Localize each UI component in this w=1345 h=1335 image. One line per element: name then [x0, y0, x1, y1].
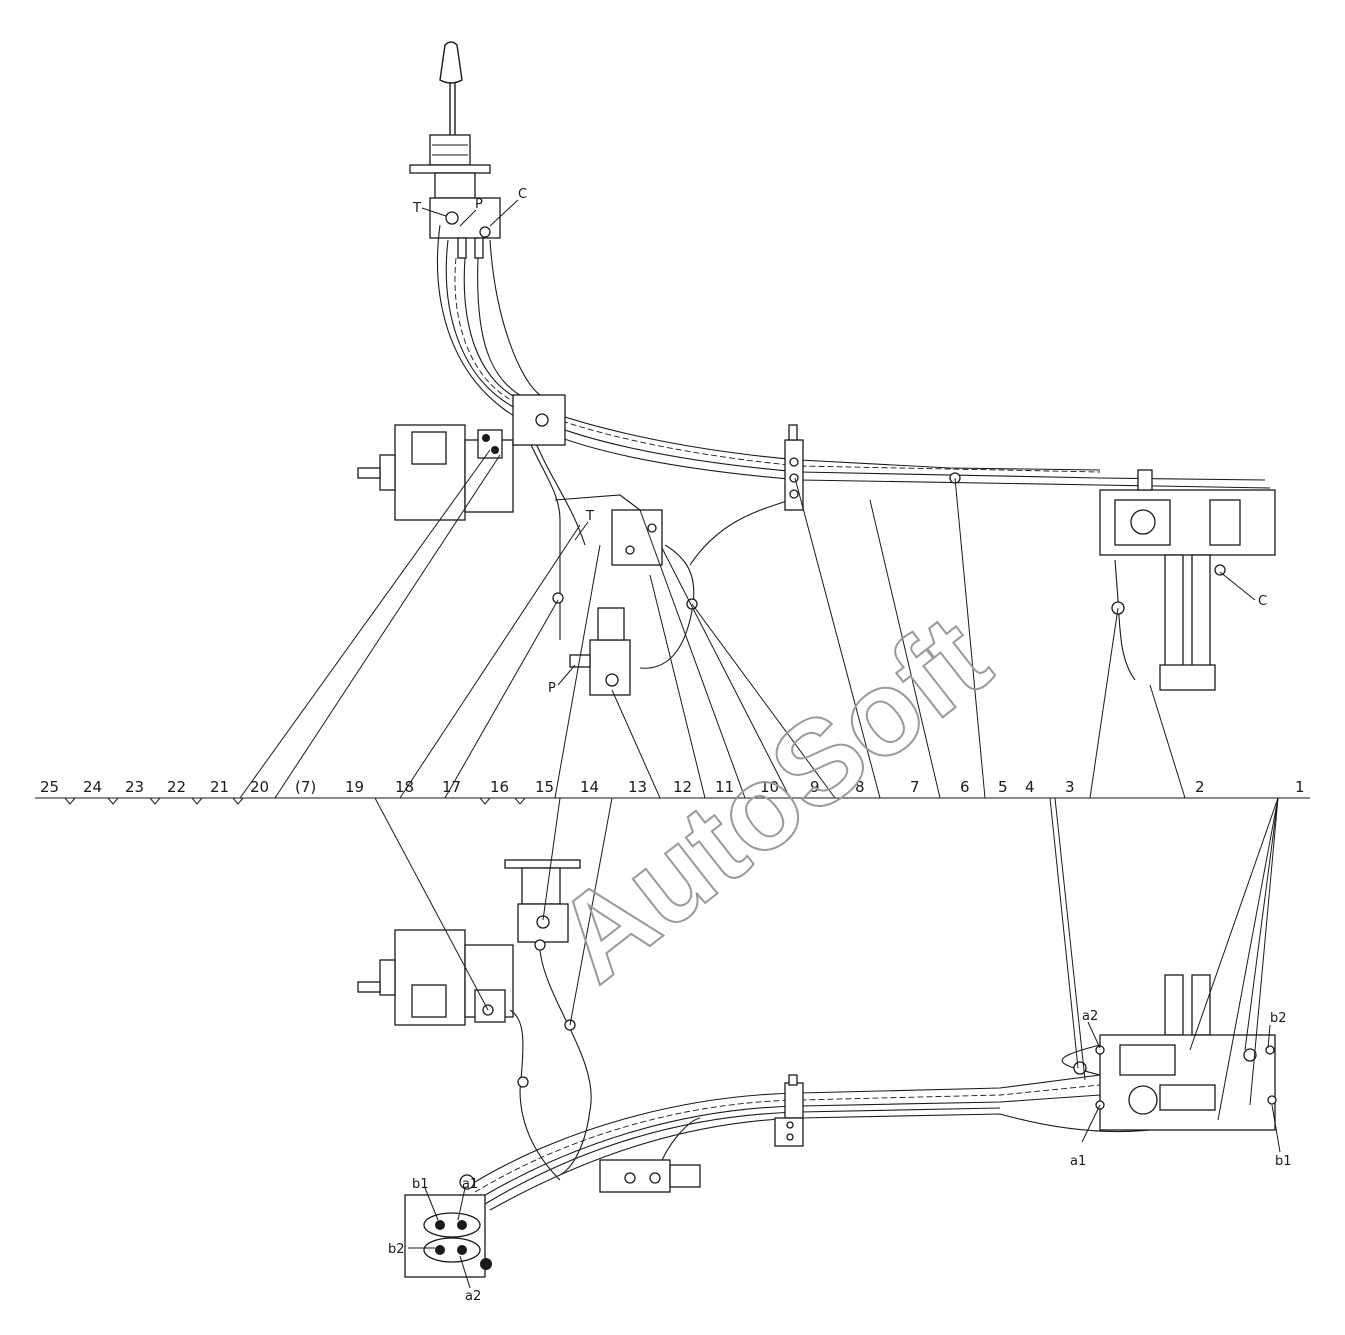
label-baseline: [35, 797, 1310, 805]
port-label-C-joystick: C: [518, 187, 527, 202]
part-label-1: 1: [1295, 778, 1305, 796]
part-label-20: 20: [250, 778, 269, 796]
port-label-b2-right: b2: [1270, 1011, 1287, 1026]
part-label-12: 12: [673, 778, 692, 796]
joystick: [409, 41, 501, 259]
pump-top: [357, 394, 566, 521]
part-label-9: 9: [810, 778, 820, 796]
port-label-P-joystick: P: [475, 197, 483, 212]
part-label-3: 3: [1065, 778, 1075, 796]
part-label-19: 19: [345, 778, 364, 796]
part-label-6: 6: [960, 778, 970, 796]
part-label-25: 25: [40, 778, 59, 796]
port-label-b1-left: b1: [412, 1177, 429, 1192]
port-label-a1-right: a1: [1070, 1154, 1086, 1169]
part-label-14: 14: [580, 778, 599, 796]
part-label-23: 23: [125, 778, 144, 796]
part-label-2: 2: [1195, 778, 1205, 796]
part-label-8: 8: [855, 778, 865, 796]
part-label-7-ref: (7): [295, 778, 316, 796]
port-label-C-valve: C: [1258, 594, 1267, 609]
part-label-7: 7: [910, 778, 920, 796]
part-label-5: 5: [998, 778, 1008, 796]
callout-leaders-bottom: [374, 797, 1281, 1289]
part-label-18: 18: [395, 778, 414, 796]
part-label-24: 24: [83, 778, 102, 796]
part-label-10: 10: [760, 778, 779, 796]
port-label-b2-left: b2: [388, 1242, 405, 1257]
port-label-a2-right: a2: [1082, 1009, 1098, 1024]
part-label-17: 17: [442, 778, 461, 796]
valve-block-bottom: [517, 1019, 701, 1193]
hoses-top: [437, 224, 1271, 681]
clamp-bracket-bottom: [774, 1074, 804, 1147]
part-label-15: 15: [535, 778, 554, 796]
part-label-4: 4: [1025, 778, 1035, 796]
callout-leaders-top: [239, 449, 1186, 799]
control-valve-top: [1099, 469, 1276, 691]
pump-bottom: [357, 929, 514, 1026]
part-label-16: 16: [490, 778, 509, 796]
part-label-21: 21: [210, 778, 229, 796]
port-label-T-joystick: T: [412, 201, 421, 216]
control-valve-bottom: [1073, 974, 1277, 1131]
port-label-b1-right: b1: [1275, 1154, 1292, 1169]
part-label-13: 13: [628, 778, 647, 796]
port-labels: T P C T P C a2 b2 a1 b1 b1 a1 b2 a2: [388, 187, 1292, 1304]
part-label-22: 22: [167, 778, 186, 796]
port-label-T-valve: T: [585, 509, 594, 524]
part-label-11: 11: [715, 778, 734, 796]
pedal-valve-bottom: [504, 859, 581, 951]
part-number-labels: 25 24 23 22 21 20 (7) 19 18 17 16 15 14 …: [40, 778, 1305, 796]
port-label-a1-left: a1: [462, 1177, 478, 1192]
valve-block-top: [552, 509, 698, 696]
port-label-a2-left: a2: [465, 1289, 481, 1304]
port-label-P-valve: P: [548, 681, 556, 696]
